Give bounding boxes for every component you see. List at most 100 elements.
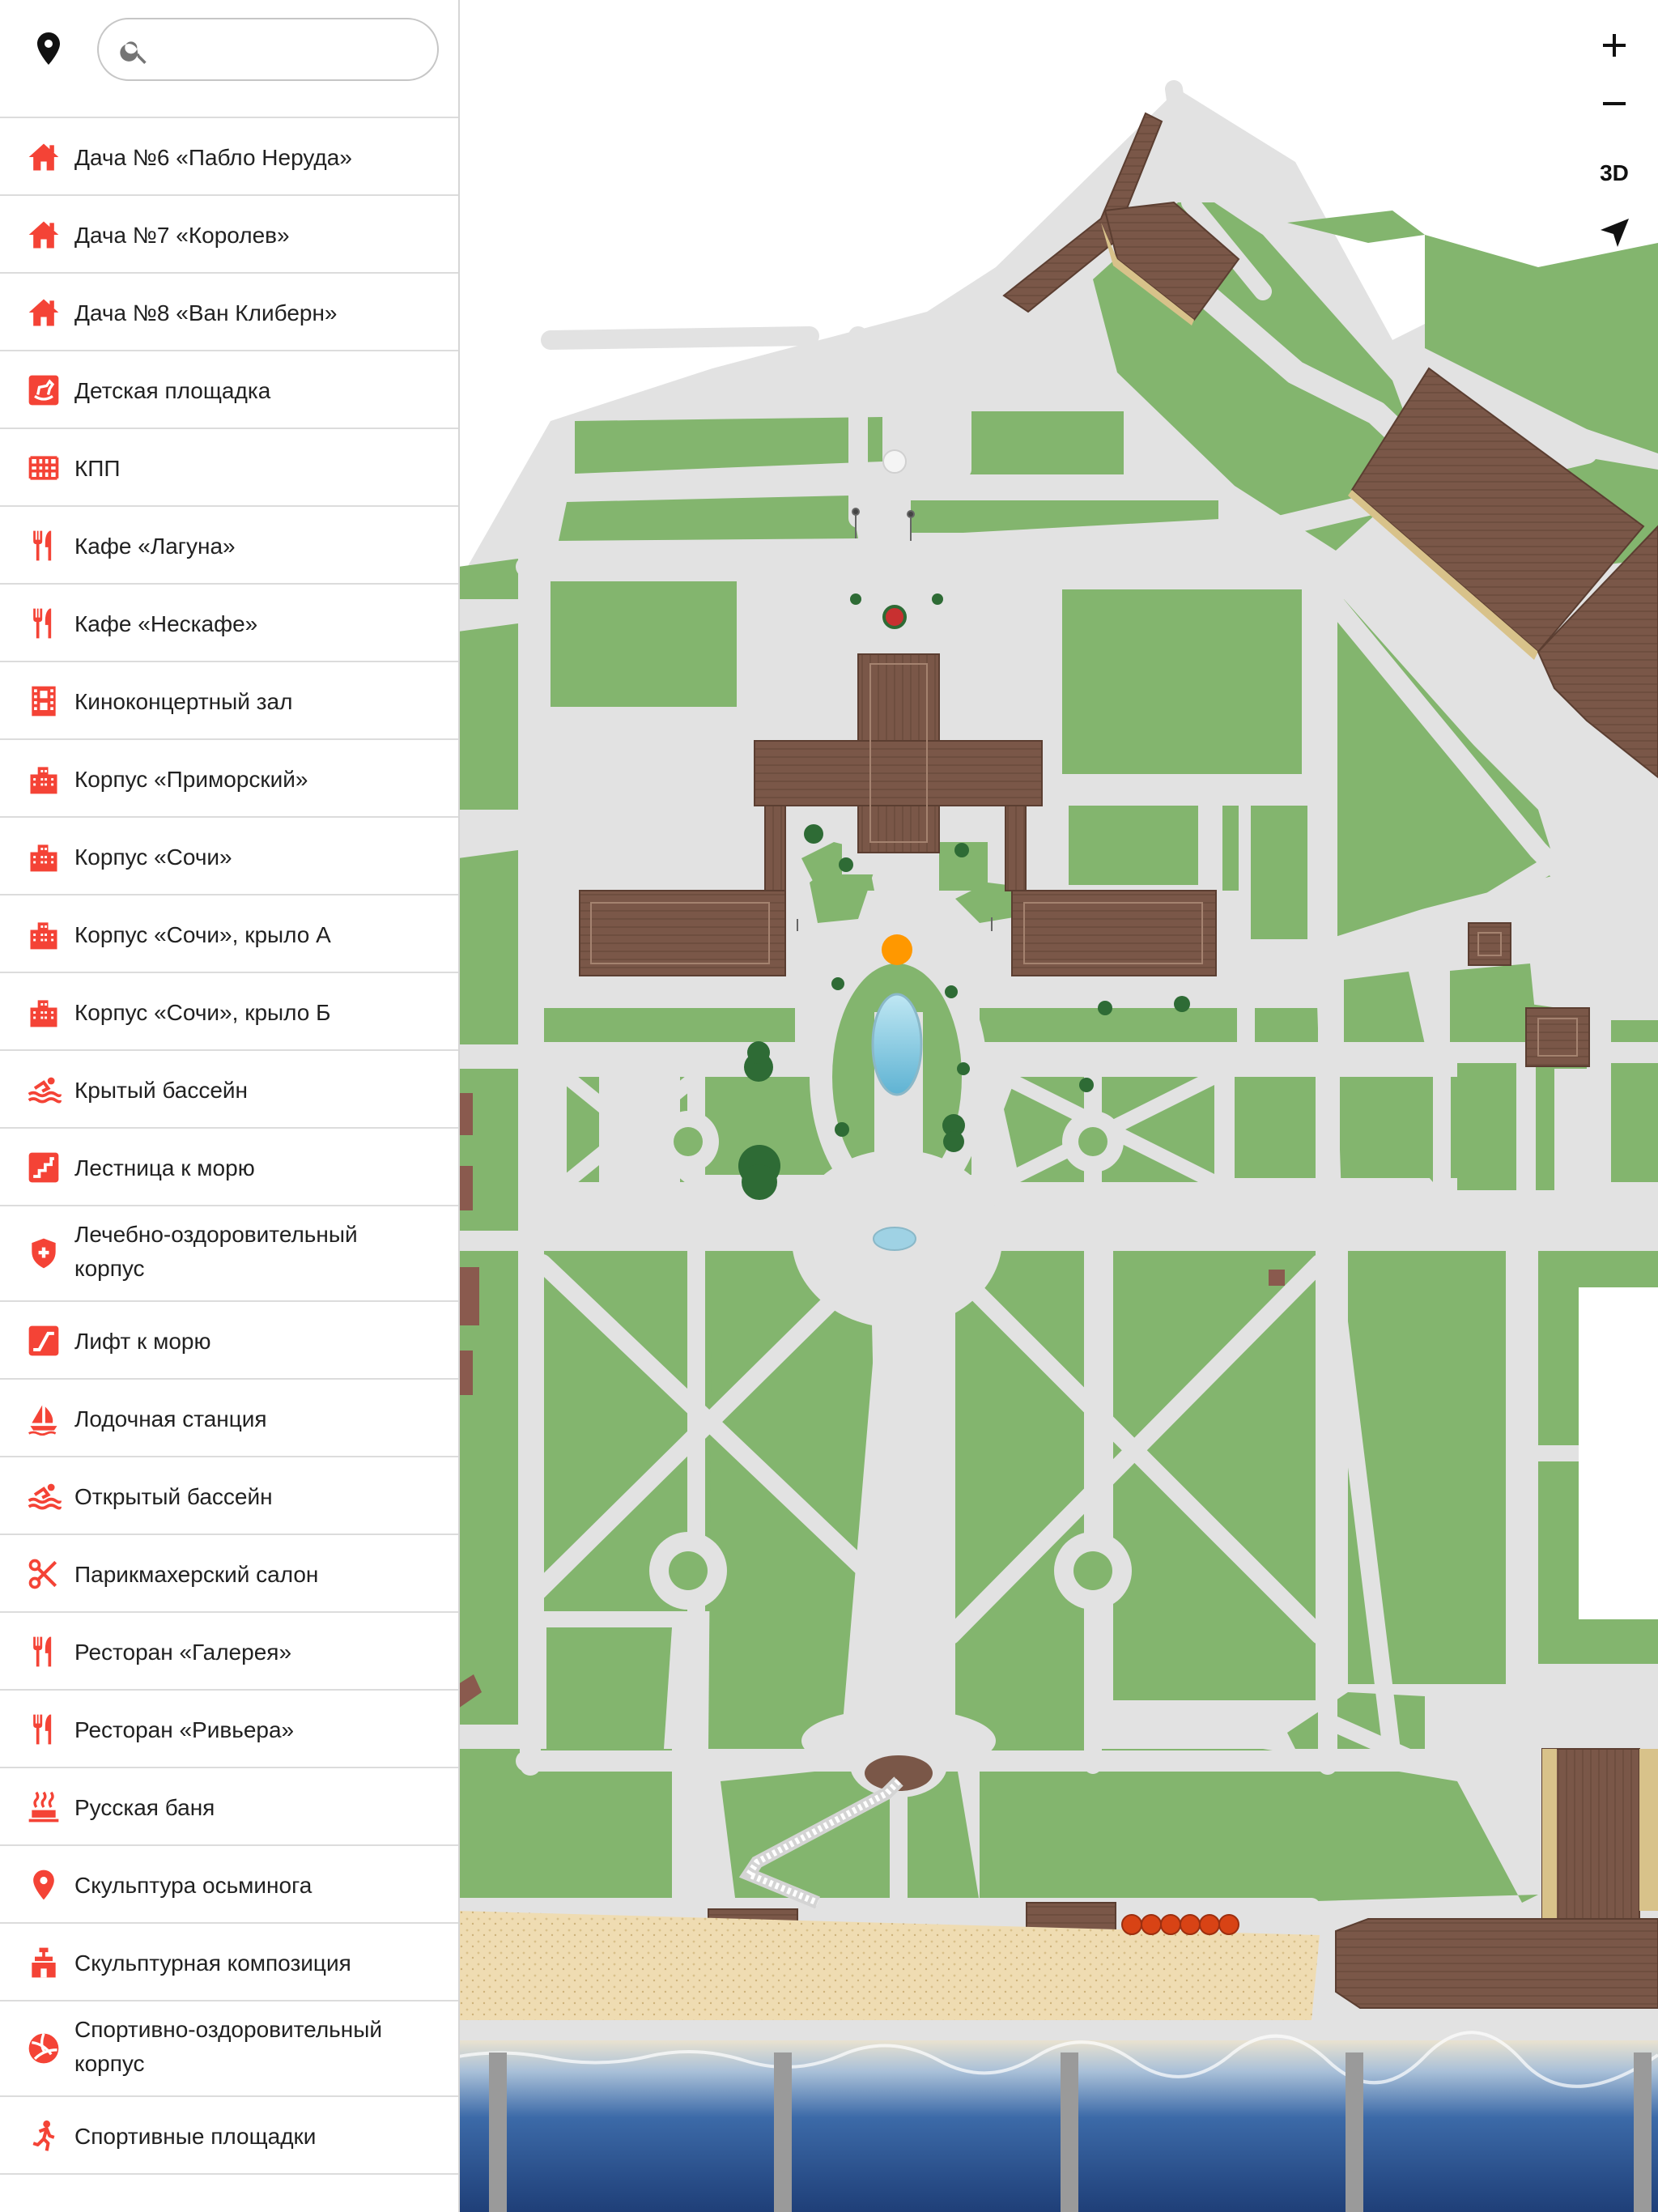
fork-knife-icon (33, 1714, 52, 1745)
poi-list-item[interactable]: Корпус «Сочи», крыло А (0, 895, 458, 973)
buildings (458, 112, 1658, 2018)
lamps (797, 508, 993, 931)
poi-list-item[interactable]: Лифт к морю (0, 1302, 458, 1380)
poi-list-item[interactable]: Корпус «Сочи» (0, 818, 458, 895)
poi-label: Открытый бассейн (74, 1484, 273, 1509)
house-icon (28, 143, 59, 171)
poi-list-item[interactable]: Дача №6 «Пабло Неруда» (0, 118, 458, 196)
plus-icon (1603, 34, 1626, 57)
poi-list-item[interactable]: Открытый бассейн (0, 1457, 458, 1535)
poi-list-item[interactable]: Детская площадка (0, 351, 458, 429)
beach-umbrellas (1121, 1914, 1239, 1935)
poi-list-item[interactable]: КПП (0, 429, 458, 507)
zoom-out-button[interactable] (1590, 79, 1639, 128)
rocking-horse-icon (28, 375, 59, 406)
map-pin-icon (37, 32, 60, 65)
swimmer-icon (28, 1077, 62, 1104)
film-icon (32, 686, 56, 717)
building-icon (30, 767, 57, 794)
search-field[interactable] (97, 18, 439, 81)
poi-list-item[interactable]: Кафе «Нескафе» (0, 585, 458, 662)
poi-list-item[interactable]: Скульптурная композиция (0, 1924, 458, 2001)
poi-label: Ресторан «Ривьера» (74, 1717, 295, 1742)
poi-label: Дача №6 «Пабло Неруда» (74, 145, 352, 170)
poi-list-item[interactable]: Скульптура осьминога (0, 1846, 458, 1924)
poi-label: Корпус «Сочи», крыло Б (74, 1000, 331, 1025)
zoom-in-button[interactable] (1590, 21, 1639, 70)
poi-label: Лечебно-оздоровительный корпус (74, 1222, 358, 1281)
poi-label: КПП (74, 456, 121, 481)
current-location-marker (882, 934, 912, 965)
fork-knife-icon (33, 608, 52, 639)
poi-list-item[interactable]: Дача №7 «Королев» (0, 196, 458, 274)
fork-knife-icon (33, 1636, 52, 1667)
house-icon (28, 221, 59, 249)
house-icon (28, 299, 59, 326)
medical-shield-icon (32, 1238, 56, 1269)
poi-list-item[interactable]: Парикмахерский салон (0, 1535, 458, 1613)
poi-list-item[interactable]: Спортивно-оздоровительный корпус (0, 2001, 458, 2097)
poi-list[interactable]: Дача №2 «Хо Ши Мин»Дача №6 «Пабло Неруда… (0, 66, 458, 2175)
piers (489, 2052, 1652, 2212)
location-pin-button[interactable] (29, 29, 68, 68)
sailboat-icon (28, 1405, 57, 1436)
poi-list-item[interactable]: Лечебно-оздоровительный корпус (0, 1206, 458, 1302)
poi-list-item[interactable]: Крытый бассейн (0, 1051, 458, 1129)
poi-label: Скульптурная композиция (74, 1950, 351, 1976)
poi-list-item[interactable]: Русская баня (0, 1768, 458, 1846)
building-icon (30, 1000, 57, 1027)
fountain-pool[interactable] (871, 993, 923, 1251)
minus-icon (1603, 102, 1626, 105)
poi-list-item[interactable]: Корпус «Сочи», крыло Б (0, 973, 458, 1051)
map-pin-icon (33, 1870, 54, 1900)
poi-label: Дача №8 «Ван Клиберн» (74, 300, 338, 325)
poi-list-item[interactable]: Лодочная станция (0, 1380, 458, 1457)
locate-button[interactable] (1590, 209, 1639, 257)
paths (458, 80, 1658, 2040)
sauna-icon (28, 1791, 59, 1823)
poi-label: Детская площадка (74, 378, 271, 403)
scissors-icon (28, 1559, 57, 1589)
poi-label: Скульптура осьминога (74, 1873, 312, 1898)
poi-list-item[interactable]: Дача №8 «Ван Клиберн» (0, 274, 458, 351)
search-input[interactable] (162, 29, 424, 71)
poi-label: Русская баня (74, 1795, 215, 1820)
swimmer-icon (28, 1483, 62, 1510)
locate-arrow-icon (1601, 219, 1629, 247)
poi-label: Корпус «Сочи» (74, 844, 232, 870)
poi-label: Спортивные площадки (74, 2124, 317, 2149)
poi-label: Ресторан «Галерея» (74, 1640, 292, 1665)
beach (458, 1911, 1320, 2020)
volleyball-icon (28, 2033, 59, 2064)
poi-list-item[interactable]: Ресторан «Галерея» (0, 1613, 458, 1691)
sea (458, 2040, 1658, 2212)
poi-list-item[interactable]: Спортивные площадки (0, 2097, 458, 2175)
monument-icon (32, 1947, 56, 1978)
poi-label: Крытый бассейн (74, 1078, 249, 1103)
stairs-icon (28, 1152, 59, 1183)
poi-label: Кафе «Лагуна» (74, 534, 236, 559)
main-building[interactable] (579, 653, 1217, 976)
building-icon (30, 844, 57, 872)
poi-sidebar: Дача №2 «Хо Ши Мин»Дача №6 «Пабло Неруда… (0, 0, 460, 2212)
poi-list-item[interactable]: Кафе «Лагуна» (0, 507, 458, 585)
poi-label: Корпус «Сочи», крыло А (74, 922, 331, 947)
search-icon (120, 41, 147, 64)
poi-list-item[interactable]: Лестница к морю (0, 1129, 458, 1206)
fork-knife-icon (33, 530, 52, 561)
toggle-3d-button[interactable]: 3D (1600, 160, 1629, 185)
poi-label: Лодочная станция (74, 1406, 267, 1431)
poi-list-item[interactable]: Ресторан «Ривьера» (0, 1691, 458, 1768)
poi-label: Лестница к морю (74, 1155, 255, 1180)
poi-label: Спортивно-оздоровительный корпус (74, 2017, 382, 2076)
poi-list-item[interactable]: Киноконцертный зал (0, 662, 458, 740)
poi-list-item[interactable]: Корпус «Приморский» (0, 740, 458, 818)
resort-map[interactable] (458, 0, 1658, 2212)
search-bar-area (0, 0, 458, 96)
building-icon (30, 922, 57, 950)
runner-icon (32, 2120, 55, 2151)
poi-label: Корпус «Приморский» (74, 767, 308, 792)
gate-icon (28, 456, 59, 480)
trees (738, 449, 1190, 1200)
poi-label: Дача №7 «Королев» (74, 223, 290, 248)
